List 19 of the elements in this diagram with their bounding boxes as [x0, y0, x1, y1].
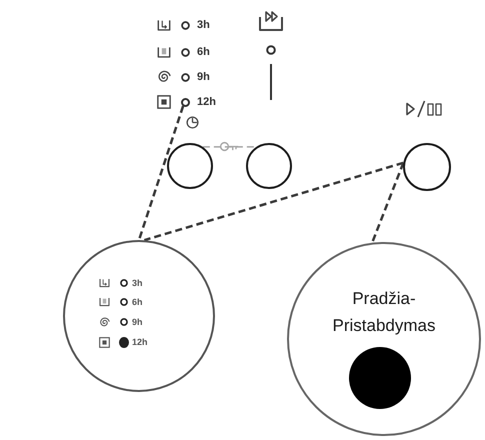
- time-label: 9h: [197, 72, 210, 82]
- round-button: [167, 143, 213, 189]
- time-label: 3h: [197, 20, 210, 30]
- time-label: 3h: [132, 278, 143, 288]
- round-button: [246, 143, 292, 189]
- leader-line: [138, 106, 184, 240]
- indicator-light: [180, 98, 190, 106]
- time-label: 12h: [132, 338, 148, 346]
- time-label: 6h: [197, 46, 210, 58]
- leader-line: [371, 162, 405, 244]
- button-caption: Pradžia-Pristabdymas: [332, 288, 436, 337]
- magnified-view-circle: [287, 242, 481, 436]
- time-label: 12h: [197, 96, 216, 108]
- round-button: [403, 143, 451, 191]
- leader-line: [144, 162, 404, 242]
- time-label: 9h: [132, 318, 143, 326]
- time-label: 6h: [132, 298, 143, 306]
- magnified-view-circle: [63, 240, 215, 392]
- dashed-connector-line: [202, 146, 256, 148]
